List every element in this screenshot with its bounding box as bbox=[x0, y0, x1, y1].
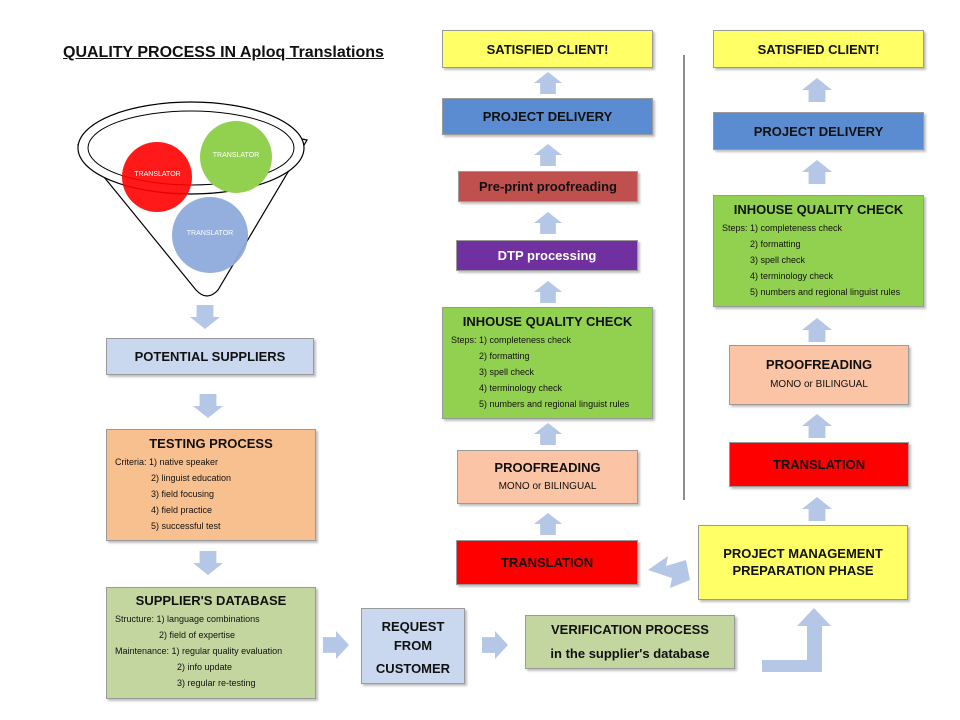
testing-process-title: TESTING PROCESS bbox=[149, 436, 273, 451]
proofreading-box-middle: PROOFREADING MONO or BILINGUAL bbox=[457, 450, 638, 504]
up-arrow bbox=[534, 212, 562, 234]
request-label-line: FROM bbox=[393, 638, 433, 653]
down-arrow bbox=[190, 305, 220, 329]
down-arrow bbox=[193, 551, 223, 575]
page-title: QUALITY PROCESS IN Aploq Translations bbox=[63, 44, 384, 61]
up-arrow bbox=[802, 414, 832, 438]
project-delivery-label: PROJECT DELIVERY bbox=[482, 109, 613, 124]
up-arrow bbox=[534, 72, 562, 94]
translation-label: TRANSLATION bbox=[772, 457, 866, 472]
qc-steps-list: Steps: 1) completeness check 2) formatti… bbox=[451, 332, 644, 412]
testing-criteria-item: Criteria: 1) native speaker bbox=[115, 457, 219, 467]
inhouse-qc-box-right: INHOUSE QUALITY CHECK Steps: 1) complete… bbox=[713, 195, 924, 307]
translator-label-blue: TRANSLATOR bbox=[186, 230, 234, 237]
testing-process-box: TESTING PROCESS Criteria: 1) native spea… bbox=[106, 429, 316, 541]
up-arrow bbox=[534, 423, 562, 445]
qc-steps-list: Steps: 1) completeness check 2) formatti… bbox=[722, 220, 915, 300]
translator-circle-green bbox=[200, 121, 272, 193]
potential-suppliers-label: POTENTIAL SUPPLIERS bbox=[134, 349, 286, 364]
satisfied-client-label: SATISFIED CLIENT! bbox=[757, 41, 880, 57]
translator-label-red: TRANSLATOR bbox=[134, 171, 181, 178]
qc-step-item: Steps: 1) completeness check bbox=[722, 223, 843, 233]
translator-label-green: TRANSLATOR bbox=[212, 152, 260, 159]
database-detail-item: 3) regular re-testing bbox=[177, 678, 256, 688]
qc-step-item: 3) spell check bbox=[479, 367, 535, 377]
dtp-processing-box: DTP processing bbox=[456, 240, 638, 271]
database-detail-item: Structure: 1) language combinations bbox=[115, 614, 260, 624]
diagonal-arrow bbox=[648, 556, 690, 588]
project-delivery-label: PROJECT DELIVERY bbox=[753, 123, 884, 139]
translator-circle-blue bbox=[172, 197, 248, 273]
satisfied-client-box-middle: SATISFIED CLIENT! bbox=[442, 30, 653, 68]
database-detail-item: Maintenance: 1) regular quality evaluati… bbox=[115, 646, 283, 656]
preprint-proofreading-label: Pre-print proofreading bbox=[479, 179, 617, 194]
translation-label: TRANSLATION bbox=[500, 555, 594, 570]
qc-step-item: 5) numbers and regional linguist rules bbox=[479, 399, 630, 409]
request-label-line: CUSTOMER bbox=[375, 661, 451, 676]
testing-criteria-item: 2) linguist education bbox=[151, 473, 232, 483]
qc-step-item: Steps: 1) completeness check bbox=[451, 335, 572, 345]
translator-circle-red bbox=[122, 142, 192, 212]
up-arrow bbox=[802, 318, 832, 342]
request-from-customer-box: REQUEST FROM CUSTOMER bbox=[361, 608, 465, 684]
satisfied-client-label: SATISFIED CLIENT! bbox=[486, 41, 609, 57]
inhouse-qc-box-middle: INHOUSE QUALITY CHECK Steps: 1) complete… bbox=[442, 307, 653, 419]
down-arrow bbox=[193, 394, 223, 418]
verification-title: VERIFICATION PROCESS bbox=[551, 622, 709, 637]
dtp-processing-label: DTP processing bbox=[497, 248, 597, 263]
bend-up-arrow bbox=[762, 608, 831, 672]
qc-step-item: 2) formatting bbox=[750, 239, 801, 249]
potential-suppliers-box: POTENTIAL SUPPLIERS bbox=[106, 338, 314, 375]
up-arrow bbox=[802, 497, 832, 521]
qc-step-item: 5) numbers and regional linguist rules bbox=[750, 287, 901, 297]
up-arrow bbox=[802, 78, 832, 102]
proofreading-box-right: PROOFREADING MONO or BILINGUAL bbox=[729, 345, 909, 405]
satisfied-client-box-right: SATISFIED CLIENT! bbox=[713, 30, 924, 68]
up-arrow bbox=[534, 513, 562, 535]
suppliers-database-box: SUPPLIER'S DATABASE Structure: 1) langua… bbox=[106, 587, 316, 699]
database-detail-item: 2) field of expertise bbox=[159, 630, 236, 640]
proofreading-subtitle: MONO or BILINGUAL bbox=[498, 481, 597, 492]
inhouse-qc-title: INHOUSE QUALITY CHECK bbox=[462, 314, 633, 329]
project-delivery-box-middle: PROJECT DELIVERY bbox=[442, 98, 653, 135]
verification-subtitle: in the supplier's database bbox=[550, 646, 710, 661]
testing-criteria-list: Criteria: 1) native speaker 2) linguist … bbox=[115, 454, 307, 534]
qc-step-item: 4) terminology check bbox=[479, 383, 563, 393]
proofreading-title: PROOFREADING bbox=[765, 357, 873, 372]
database-details-list: Structure: 1) language combinations 2) f… bbox=[115, 611, 307, 691]
testing-criteria-item: 5) successful test bbox=[151, 521, 221, 531]
project-management-line: PREPARATION PHASE bbox=[732, 563, 874, 578]
testing-criteria-item: 4) field practice bbox=[151, 505, 213, 515]
project-management-line: PROJECT MANAGEMENT bbox=[723, 546, 883, 561]
request-label-line: REQUEST bbox=[381, 619, 445, 634]
proofreading-title: PROOFREADING bbox=[494, 460, 601, 475]
inhouse-qc-title: INHOUSE QUALITY CHECK bbox=[733, 202, 904, 217]
right-arrow bbox=[323, 631, 349, 659]
up-arrow bbox=[534, 144, 562, 166]
database-detail-item: 2) info update bbox=[177, 662, 233, 672]
verification-process-box: VERIFICATION PROCESS in the supplier's d… bbox=[525, 615, 735, 669]
qc-step-item: 2) formatting bbox=[479, 351, 530, 361]
suppliers-database-title: SUPPLIER'S DATABASE bbox=[135, 593, 287, 608]
up-arrow bbox=[534, 281, 562, 303]
qc-step-item: 4) terminology check bbox=[750, 271, 834, 281]
translation-box-middle: TRANSLATION bbox=[456, 540, 638, 585]
qc-step-item: 3) spell check bbox=[750, 255, 806, 265]
project-delivery-box-right: PROJECT DELIVERY bbox=[713, 112, 924, 150]
right-arrow bbox=[482, 631, 508, 659]
proofreading-subtitle: MONO or BILINGUAL bbox=[770, 379, 868, 390]
project-management-box: PROJECT MANAGEMENT PREPARATION PHASE bbox=[698, 525, 908, 600]
preprint-proofreading-box: Pre-print proofreading bbox=[458, 171, 638, 202]
testing-criteria-item: 3) field focusing bbox=[151, 489, 215, 499]
translation-box-right: TRANSLATION bbox=[729, 442, 909, 487]
up-arrow bbox=[802, 160, 832, 184]
